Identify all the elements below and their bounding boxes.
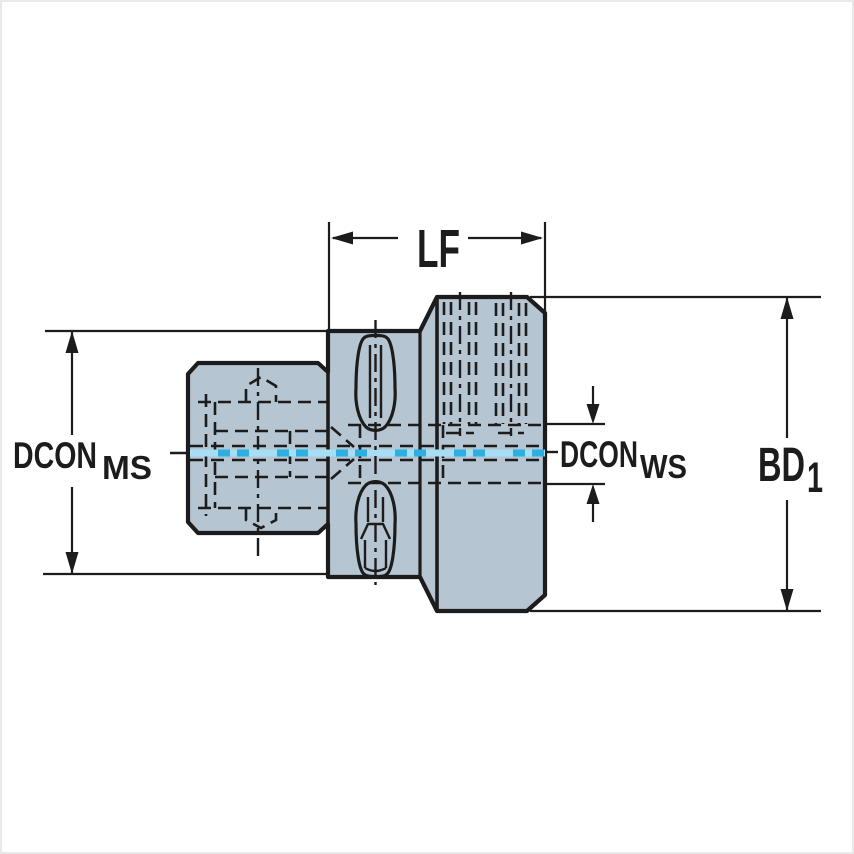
- dcon-ms-label: DCON: [13, 435, 97, 476]
- coupling-cone-hidden-line: [330, 426, 355, 480]
- hole-group-right-hidden-lines: [494, 303, 528, 435]
- dcon-ws-arrowhead-up: [586, 484, 600, 504]
- lf-arrowhead-right: [521, 231, 543, 245]
- dcon-ms-subscript: MS: [102, 449, 152, 486]
- dcon-ms-arrowhead-up: [65, 331, 79, 353]
- bottom-slot-outline: [354, 480, 397, 579]
- lf-label: LF: [417, 219, 460, 279]
- top-slot-outline: [354, 333, 397, 432]
- coolant-channel-hidden-line: [190, 444, 545, 462]
- dcon-ws-arrowhead-down: [586, 404, 600, 424]
- dimension-dcon-ms: DCON MS: [13, 329, 327, 576]
- top-slot-screw-bore-lines: [368, 345, 383, 418]
- dimension-bd1: BD 1: [530, 295, 823, 613]
- bore-hidden-lines: [190, 423, 545, 485]
- bd1-label: BD: [758, 439, 805, 492]
- hole-group-left-hidden-lines: [442, 302, 478, 435]
- dcon-ws-subscript: WS: [640, 448, 687, 485]
- dcon-ms-arrowhead-down: [65, 552, 79, 574]
- axis-centerline: [170, 449, 558, 457]
- mounting-hole-group-left: [442, 292, 478, 436]
- bd1-subscript: 1: [807, 454, 823, 502]
- dimension-dcon-ws: DCON WS: [545, 386, 687, 522]
- flange-slot-top: [354, 333, 397, 432]
- dcon-ws-label: DCON: [560, 434, 638, 475]
- bd1-arrowhead-down: [780, 589, 794, 611]
- bd1-arrowhead-up: [780, 297, 794, 319]
- mounting-hole-group-right: [494, 292, 528, 436]
- lf-arrowhead-left: [331, 231, 353, 245]
